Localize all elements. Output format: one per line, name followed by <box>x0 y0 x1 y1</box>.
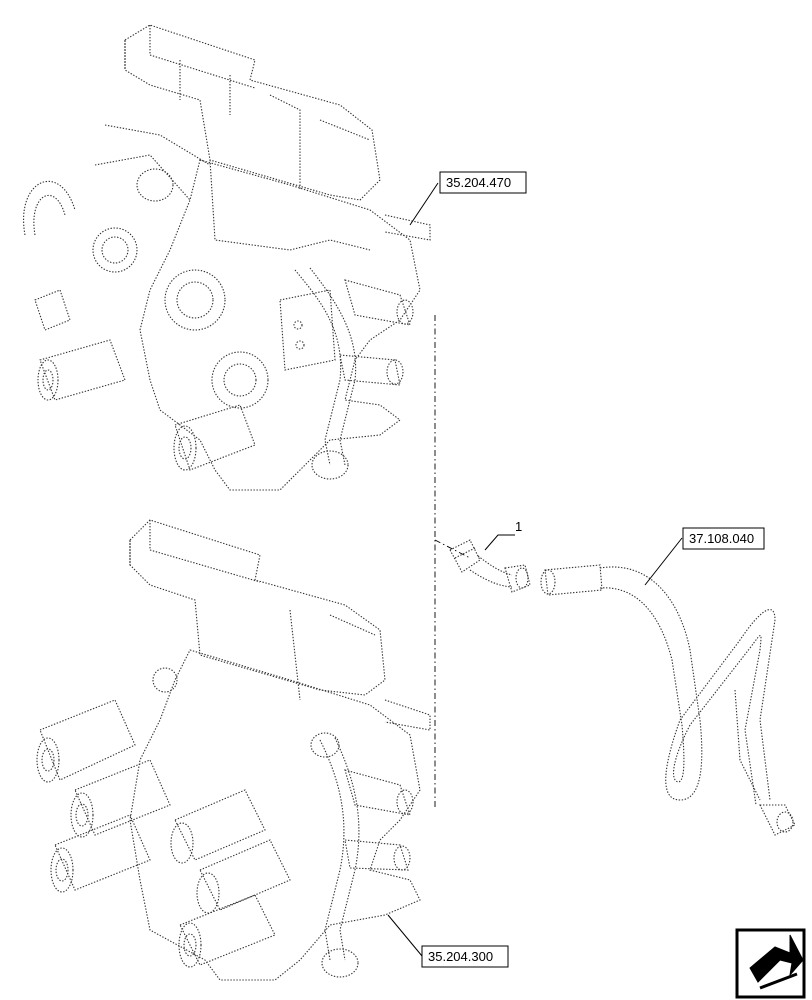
ref-hose-box <box>682 527 765 550</box>
ref-label-bottom[interactable]: 35.204.300 <box>387 914 509 968</box>
ref-label-top[interactable]: 35.204.470 <box>409 171 527 226</box>
callout-number-1: 1 <box>515 519 522 534</box>
nav-arrow-icon[interactable] <box>735 928 806 999</box>
hose-assembly <box>540 564 796 836</box>
ref-hose-text: 37.108.040 <box>689 531 754 546</box>
ref-top-box <box>439 171 527 194</box>
ref-label-hose[interactable]: 37.108.040 <box>644 527 765 586</box>
ref-top-text: 35.204.470 <box>446 175 511 190</box>
bottom-valve-assembly <box>36 519 431 981</box>
ref-hose-leader <box>644 537 683 586</box>
ref-bottom-text: 35.204.300 <box>428 949 493 964</box>
ref-bottom-box <box>421 945 509 968</box>
ref-bottom-leader <box>387 914 423 957</box>
top-valve-assembly <box>23 24 431 491</box>
fitting-item-1 <box>449 539 531 593</box>
callout-leader-1 <box>484 534 515 551</box>
ref-top-leader <box>409 182 439 226</box>
